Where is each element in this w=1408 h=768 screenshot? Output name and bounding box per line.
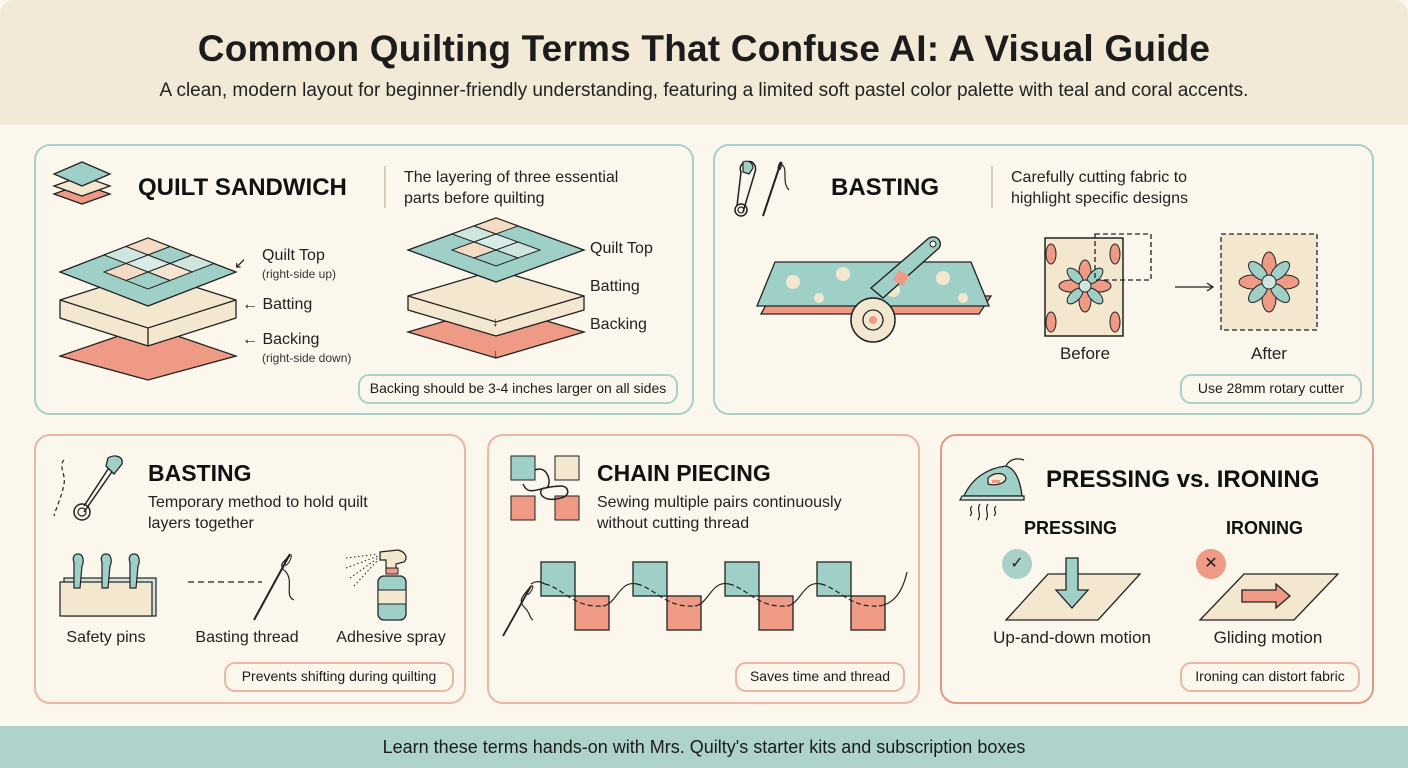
tip-badge: Backing should be 3-4 inches larger on a…	[358, 374, 678, 404]
quilt-sandwich-exploded-diagram	[57, 237, 239, 381]
after-label: After	[1251, 344, 1287, 363]
chain-piecing-diagram	[502, 561, 908, 637]
divider	[384, 166, 386, 208]
page-subtitle: A clean, modern layout for beginner-frie…	[159, 80, 1249, 101]
before-label: Before	[1059, 344, 1111, 363]
card-title: PRESSING vs. IRONING	[1046, 466, 1320, 493]
check-icon: ✓	[1002, 549, 1032, 579]
card-description: Sewing multiple pairs continuously witho…	[597, 494, 842, 532]
needle-thread-icon	[188, 553, 295, 621]
tip-badge: Prevents shifting during quilting	[224, 662, 454, 692]
tip-badge: Ironing can distort fabric	[1180, 662, 1360, 692]
card-chain-piecing: CHAIN PIECING Sewing multiple pairs cont…	[487, 434, 920, 704]
label-quilt-top-note: (right-side up)	[262, 267, 337, 281]
rotary-cutter-illustration	[756, 236, 993, 343]
footer-banner: Learn these terms hands-on with Mrs. Qui…	[0, 726, 1408, 768]
safety-pin-needle-icon	[734, 160, 790, 217]
ironing-heading: IRONING	[1226, 518, 1304, 538]
label-backing-right: Backing	[590, 316, 647, 333]
card-basting-holding: BASTING Temporary method to hold quilt l…	[34, 434, 466, 704]
card-basting-cutting: BASTING Carefully cutting fabric to high…	[713, 144, 1374, 415]
header: Common Quilting Terms That Confuse AI: A…	[0, 0, 1408, 125]
safety-pin-icon	[53, 455, 123, 521]
label-backing-note: (right-side down)	[262, 351, 352, 365]
steam-iron-icon	[959, 458, 1025, 521]
cross-icon: ✕	[1196, 549, 1226, 579]
card-quilt-sandwich: QUILT SANDWICH The layering of three ess…	[34, 144, 694, 415]
chain-squares-icon	[510, 455, 580, 521]
card-title: QUILT SANDWICH	[138, 174, 347, 201]
card-title: CHAIN PIECING	[597, 460, 771, 486]
item-label: Basting thread	[195, 629, 299, 646]
label-quilt-top: Quilt Top	[262, 247, 325, 264]
layers-icon	[52, 161, 112, 205]
arrow-right-icon	[1175, 282, 1215, 292]
ironing-caption: Gliding motion	[1213, 628, 1323, 647]
tip-badge: Use 28mm rotary cutter	[1180, 374, 1362, 404]
ironing-diagram	[1198, 573, 1340, 621]
label-backing: ← Backing	[242, 331, 320, 348]
card-pressing-ironing: PRESSING vs. IRONING PRESSING ✓ Up-and-d…	[940, 434, 1374, 704]
item-label: Adhesive spray	[336, 629, 446, 646]
before-fabric-square	[1044, 233, 1152, 337]
label-batting: ← Batting	[242, 296, 313, 313]
pressing-diagram	[1004, 557, 1142, 621]
quilt-sandwich-stacked-diagram: ↓ ↓	[405, 217, 587, 361]
after-fabric-square	[1220, 233, 1318, 331]
card-description: Temporary method to hold quilt layers to…	[148, 494, 368, 532]
pressing-caption: Up-and-down motion	[993, 628, 1151, 647]
arrow-left-icon: ←	[242, 331, 263, 348]
svg-text:↓: ↓	[492, 314, 499, 329]
tip-badge: Saves time and thread	[735, 662, 905, 692]
card-title: BASTING	[831, 174, 939, 201]
spray-bottle-icon	[345, 549, 407, 621]
divider	[991, 166, 993, 208]
card-description: The layering of three essential parts be…	[404, 169, 619, 207]
svg-text:↓: ↓	[492, 346, 499, 361]
safety-pins-icon	[59, 553, 157, 617]
card-description: Carefully cutting fabric to highlight sp…	[1011, 169, 1188, 207]
arrow-left-icon: ←	[242, 296, 263, 313]
item-label: Safety pins	[66, 629, 146, 646]
label-batting-right: Batting	[590, 278, 640, 295]
page-title: Common Quilting Terms That Confuse AI: A…	[197, 28, 1211, 69]
card-title: BASTING	[148, 460, 252, 486]
arrow-icon: ↙	[234, 255, 247, 272]
label-quilt-top-right: Quilt Top	[590, 240, 653, 257]
pressing-heading: PRESSING	[1024, 518, 1118, 538]
